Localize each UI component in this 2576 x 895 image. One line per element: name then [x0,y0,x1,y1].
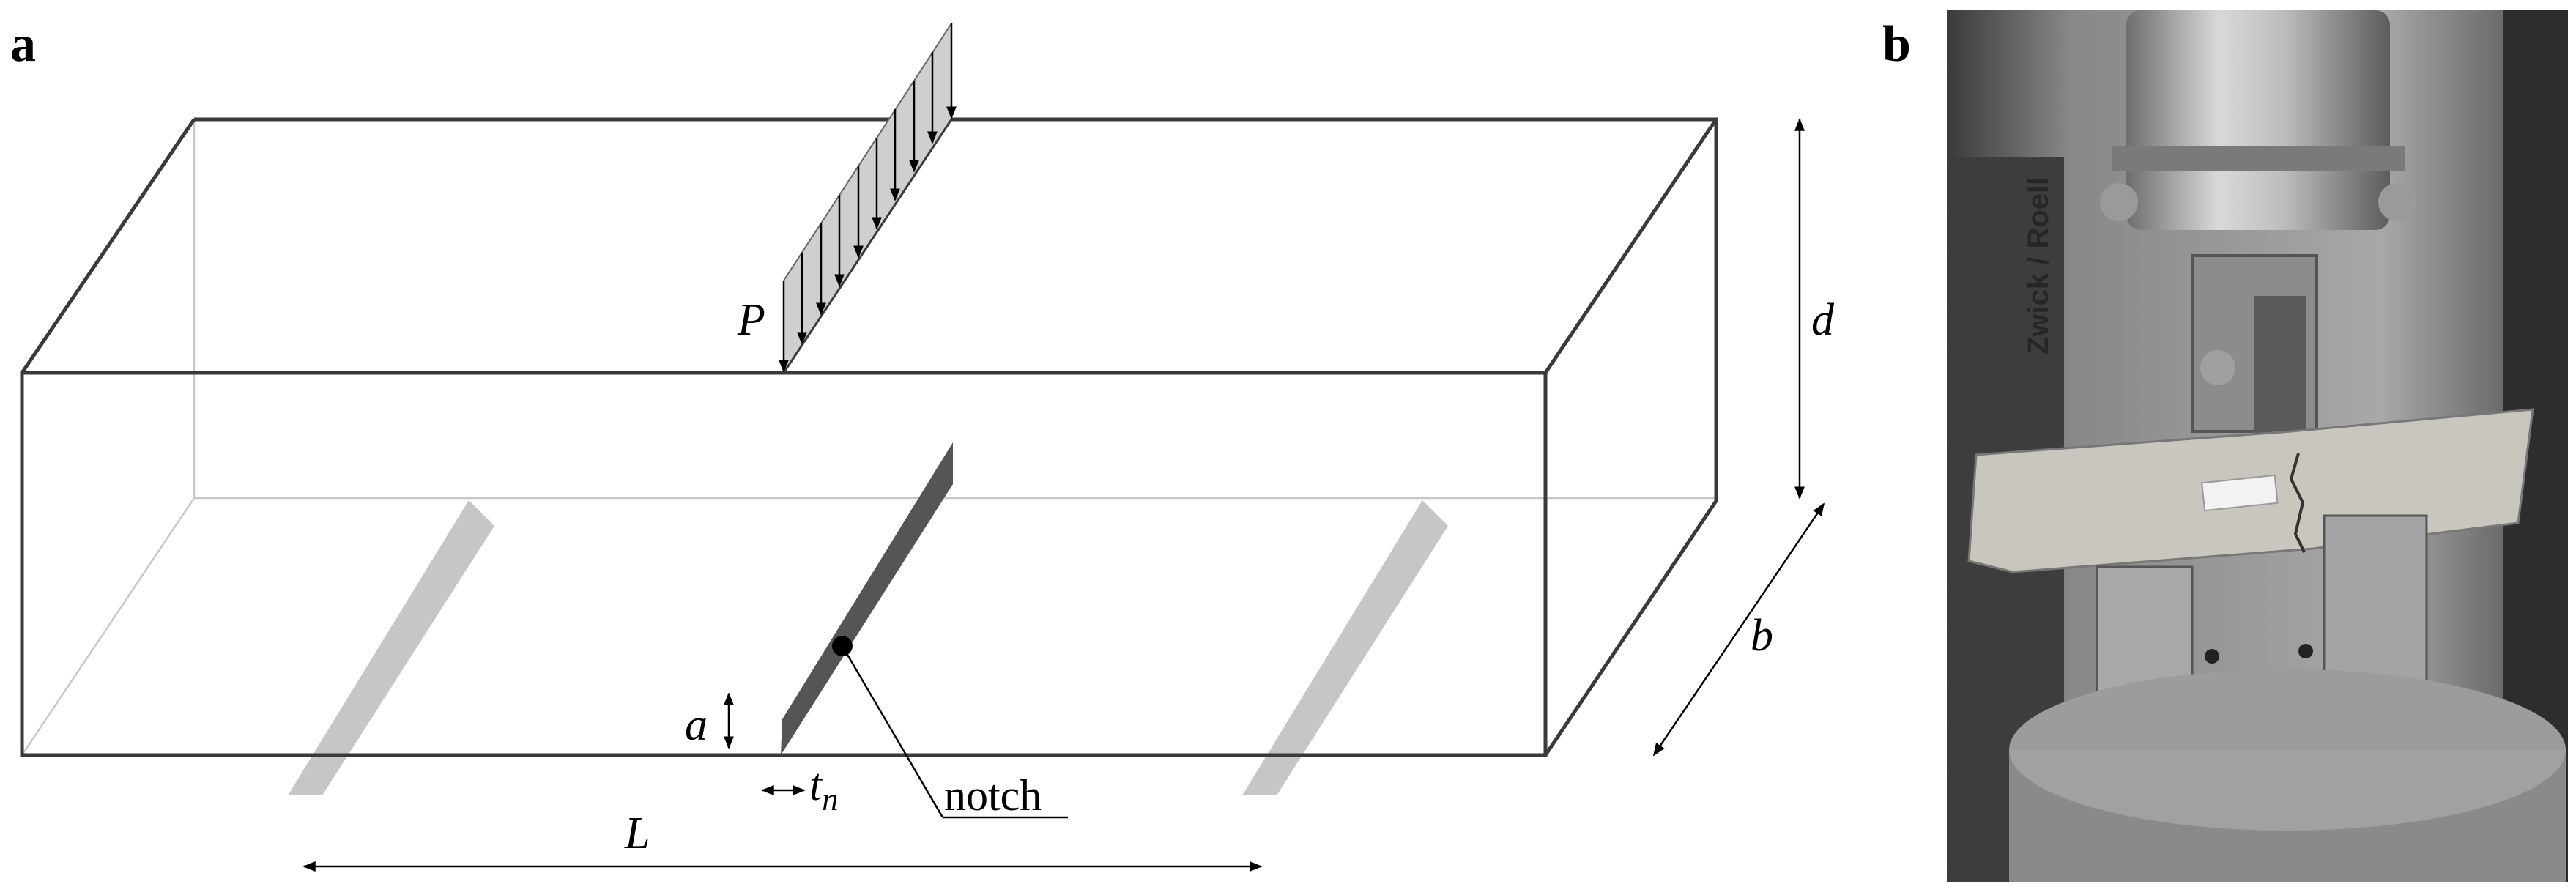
machine-brand-logo: Zwick / Roell [2022,177,2055,354]
notch-plane [781,442,953,755]
depth-label: d [1811,295,1835,345]
notch-label: notch [944,771,1042,820]
left-support [288,500,494,795]
width-label: b [1751,611,1773,661]
line-load [779,23,957,374]
width-arrow [1652,502,1825,757]
notch-thickness-subscript: n [822,781,838,817]
span-label: L [624,809,650,858]
load-cell [2126,10,2390,230]
notch-thickness-symbol: t [809,760,823,810]
beam-schematic: P d b L a tn notch [20,23,1835,872]
panel-label-a: a [10,16,36,73]
test-setup-photo: Zwick / Roell [1947,10,2568,882]
notch-thickness-label: tn [809,760,838,817]
right-support [1242,500,1448,795]
hidden-edges [21,119,1718,756]
notch-leader [832,636,1068,819]
panel-label-b: b [1882,16,1911,73]
dimension-arrows [302,118,1825,872]
crack [2289,453,2306,553]
notch-depth-label: a [685,700,708,750]
load-label: P [737,295,765,345]
